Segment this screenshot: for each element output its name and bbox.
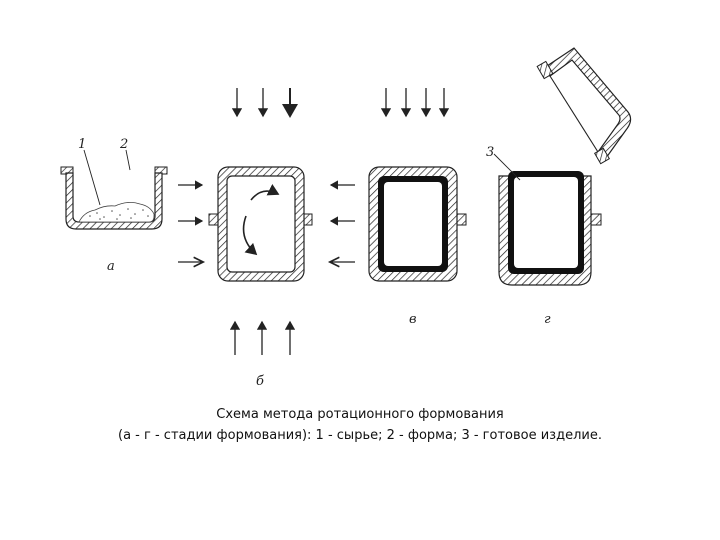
stage-g-mold-lid-opened <box>536 47 632 165</box>
stage-b-side-arrows-left <box>178 180 202 262</box>
stage-g-mold-lower <box>493 153 602 286</box>
rotation-arrow-lower <box>242 215 258 256</box>
stage-v-mold <box>368 166 467 282</box>
stage-a-half-mold <box>60 149 168 230</box>
caption-legend: (а - г - стадии формования): 1 - сырье; … <box>118 428 602 443</box>
stage-v-cooling-arrows-top <box>380 88 450 118</box>
caption-title: Схема метода ротационного формования <box>216 407 504 422</box>
label-stage-b: б <box>256 374 264 389</box>
label-stage-v: в <box>409 312 417 327</box>
label-stage-g: г <box>544 312 551 327</box>
stage-b-heating-arrows-top <box>231 88 298 118</box>
stage-b-mold <box>208 166 313 282</box>
raw-material-powder <box>78 202 155 223</box>
figure-caption: Схема метода ротационного формования (а … <box>0 404 720 446</box>
label-finished-product: 3 <box>486 145 494 160</box>
label-raw-material: 1 <box>78 137 86 152</box>
stage-v-side-arrows <box>331 180 355 262</box>
stage-b-heating-arrows-bottom <box>229 320 296 355</box>
label-mold: 2 <box>119 137 128 152</box>
label-stage-a: а <box>107 259 115 274</box>
rotation-arrow-upper <box>250 183 280 201</box>
